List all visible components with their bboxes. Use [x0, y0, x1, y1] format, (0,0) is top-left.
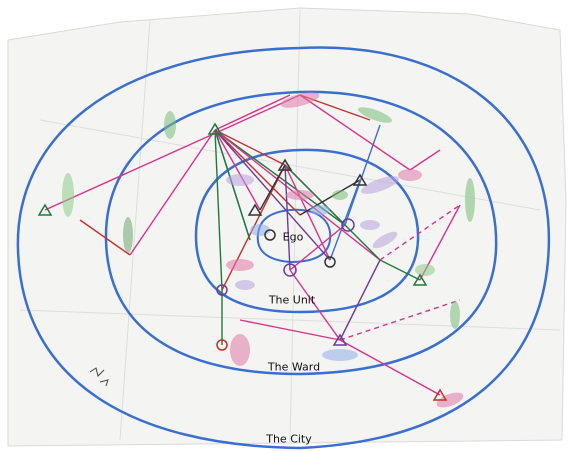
- paper-folds: [19, 9, 561, 441]
- city-label: The City: [266, 432, 312, 446]
- ward-label: The Ward: [267, 360, 321, 374]
- connection-lines: [44, 94, 461, 396]
- node-markers: [37, 122, 448, 401]
- ward-circle: [104, 90, 498, 376]
- ego-label: Ego: [282, 230, 304, 244]
- paper-sheet: [7, 7, 567, 447]
- city-circle: [16, 46, 551, 450]
- unit-label: The Unit: [268, 293, 316, 307]
- unit-circle: [194, 148, 420, 314]
- margin-scribble: [89, 367, 109, 387]
- smudges: [62, 92, 475, 408]
